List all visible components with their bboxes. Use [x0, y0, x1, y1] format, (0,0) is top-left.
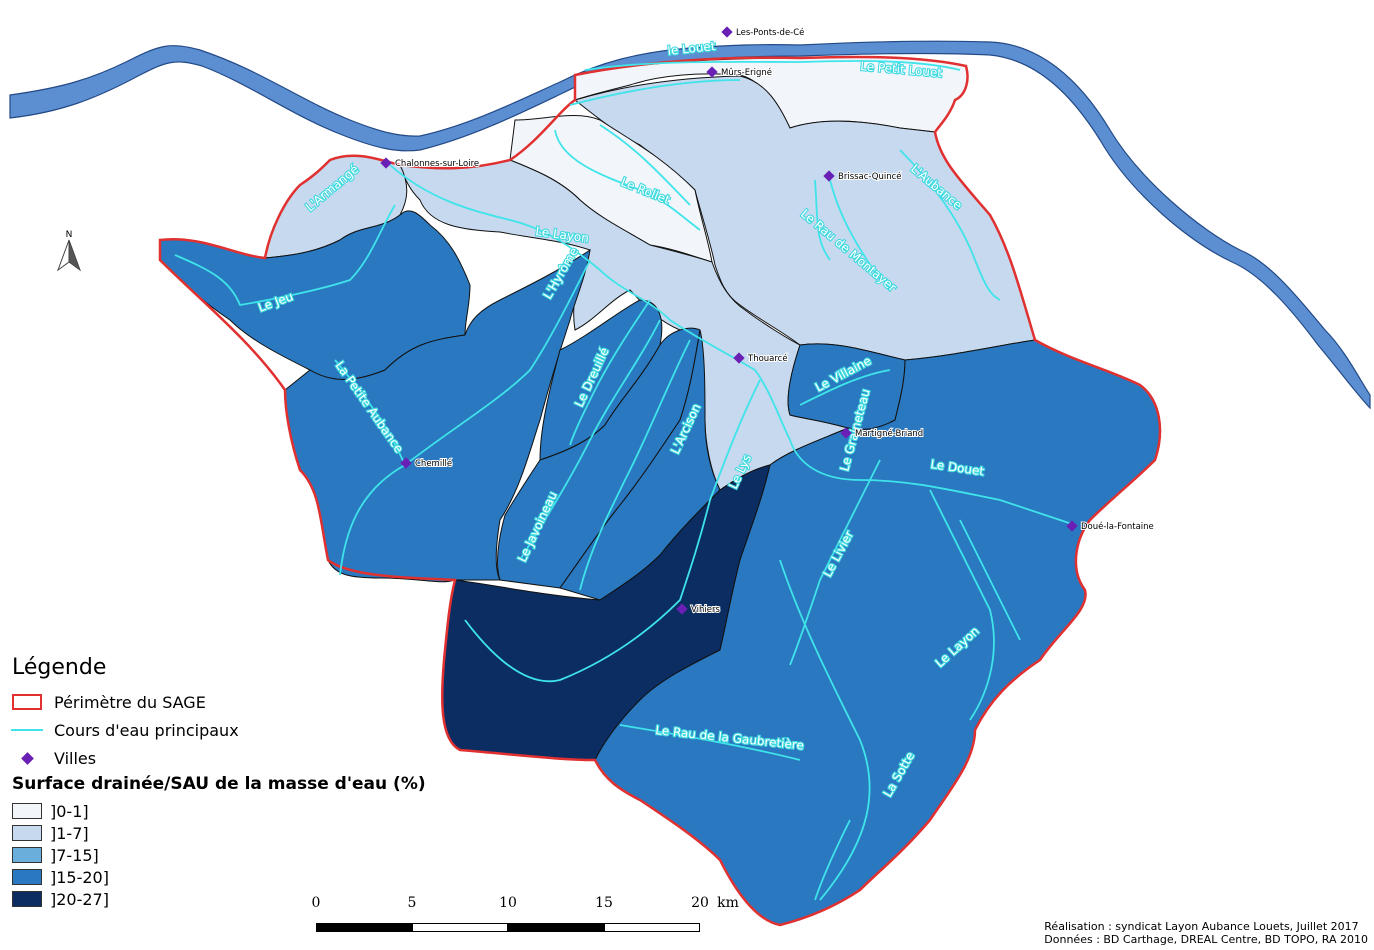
legend-title: Légende [12, 655, 107, 680]
town-label: Chemillé [415, 458, 452, 469]
town-marker: Thouarcé [733, 352, 789, 365]
town-diamond-icon [823, 170, 835, 182]
legend-class-row: ]20-27] [10, 888, 480, 910]
scale-segment [316, 923, 412, 932]
legend-classes-title: Surface drainée/SAU de la masse d'eau (%… [12, 774, 426, 794]
town-marker: Doué-la-Fontaine [1066, 520, 1155, 533]
town-marker: Mûrs-Erigné [706, 66, 773, 79]
town-marker: Martigné-Briand [840, 427, 924, 440]
town-label: Mûrs-Erigné [721, 67, 772, 78]
scale-segment [508, 923, 604, 932]
legend-class-swatch [12, 891, 42, 907]
legend-class-swatch [12, 869, 42, 885]
town-diamond-icon [840, 427, 852, 439]
legend-item-towns: Villes [10, 744, 480, 772]
towns-layer: Les-Ponts-de-CéMûrs-ErignéChalonnes-sur-… [380, 26, 1155, 616]
legend: Légende Périmètre du SAGE Cours d'eau pr… [10, 655, 480, 910]
town-diamond-icon [400, 457, 412, 469]
rivers-layer [174, 60, 1076, 901]
town-marker: Les-Ponts-de-Cé [721, 26, 805, 39]
town-marker: Chemillé [400, 457, 453, 470]
town-label: Doué-la-Fontaine [1081, 521, 1154, 532]
legend-class-label: ]1-7] [50, 823, 89, 843]
red-outline-rect-icon [10, 692, 44, 712]
town-marker: Vihiers [676, 603, 721, 616]
scale-unit: km [717, 895, 739, 911]
north-arrow: N [52, 228, 86, 276]
scale-tick-label: 10 [499, 895, 517, 911]
town-label: Les-Ponts-de-Cé [736, 27, 804, 38]
credits: Réalisation : syndicat Layon Aubance Lou… [1044, 920, 1368, 946]
town-diamond-icon [721, 26, 733, 38]
town-label: Chalonnes-sur-Loire [395, 159, 479, 169]
north-arrow-icon: N [56, 230, 82, 272]
cyan-line-icon [10, 720, 44, 740]
town-diamond-icon [380, 157, 392, 169]
town-label: Brissac-Quincé [838, 171, 902, 182]
town-marker: Brissac-Quincé [823, 170, 903, 183]
legend-class-row: ]15-20] [10, 866, 480, 888]
legend-item-rivers: Cours d'eau principaux [10, 716, 480, 744]
town-label: Vihiers [691, 605, 720, 615]
legend-class-label: ]15-20] [50, 867, 109, 887]
scale-tick-label: 15 [595, 895, 613, 911]
loire-river [9, 40, 1371, 410]
town-diamond-icon [733, 352, 745, 364]
scale-segment [604, 923, 700, 932]
legend-item-perimeter: Périmètre du SAGE [10, 688, 480, 716]
legend-class-row: ]7-15] [10, 844, 480, 866]
legend-class-swatch [12, 847, 42, 863]
legend-class-swatch [12, 803, 42, 819]
purple-diamond-icon [10, 748, 44, 768]
sage-perimeter [158, 55, 1162, 927]
legend-class-label: ]7-15] [50, 845, 99, 865]
scale-tick-label: 5 [407, 895, 417, 911]
scale-tick-label: 20 [691, 895, 709, 911]
scale-segment [412, 923, 508, 932]
scale-tick-label: 0 [311, 895, 321, 911]
legend-class-row: ]1-7] [10, 822, 480, 844]
legend-class-list: ]0-1]]1-7]]7-15]]15-20]]20-27] [10, 800, 480, 910]
legend-item-label: Périmètre du SAGE [54, 692, 206, 712]
legend-class-swatch [12, 825, 42, 841]
scale-bar: 0 5 10 15 20 km [300, 895, 760, 945]
town-diamond-icon [676, 603, 688, 615]
credits-line-2: Données : BD Carthage, DREAL Centre, BD … [1044, 933, 1368, 946]
zone-villaine [787, 343, 906, 431]
town-diamond-icon [1066, 520, 1078, 532]
river-label: le Louet [667, 39, 717, 58]
legend-class-label: ]20-27] [50, 889, 109, 909]
legend-class-row: ]0-1] [10, 800, 480, 822]
credits-line-1: Réalisation : syndicat Layon Aubance Lou… [1044, 920, 1359, 933]
town-label: Thouarcé [747, 353, 788, 364]
legend-class-label: ]0-1] [50, 801, 89, 821]
legend-item-label: Villes [54, 748, 97, 768]
town-marker: Chalonnes-sur-Loire [380, 157, 480, 170]
north-label: N [66, 230, 73, 240]
town-label: Martigné-Briand [855, 428, 923, 439]
legend-item-label: Cours d'eau principaux [54, 720, 239, 740]
